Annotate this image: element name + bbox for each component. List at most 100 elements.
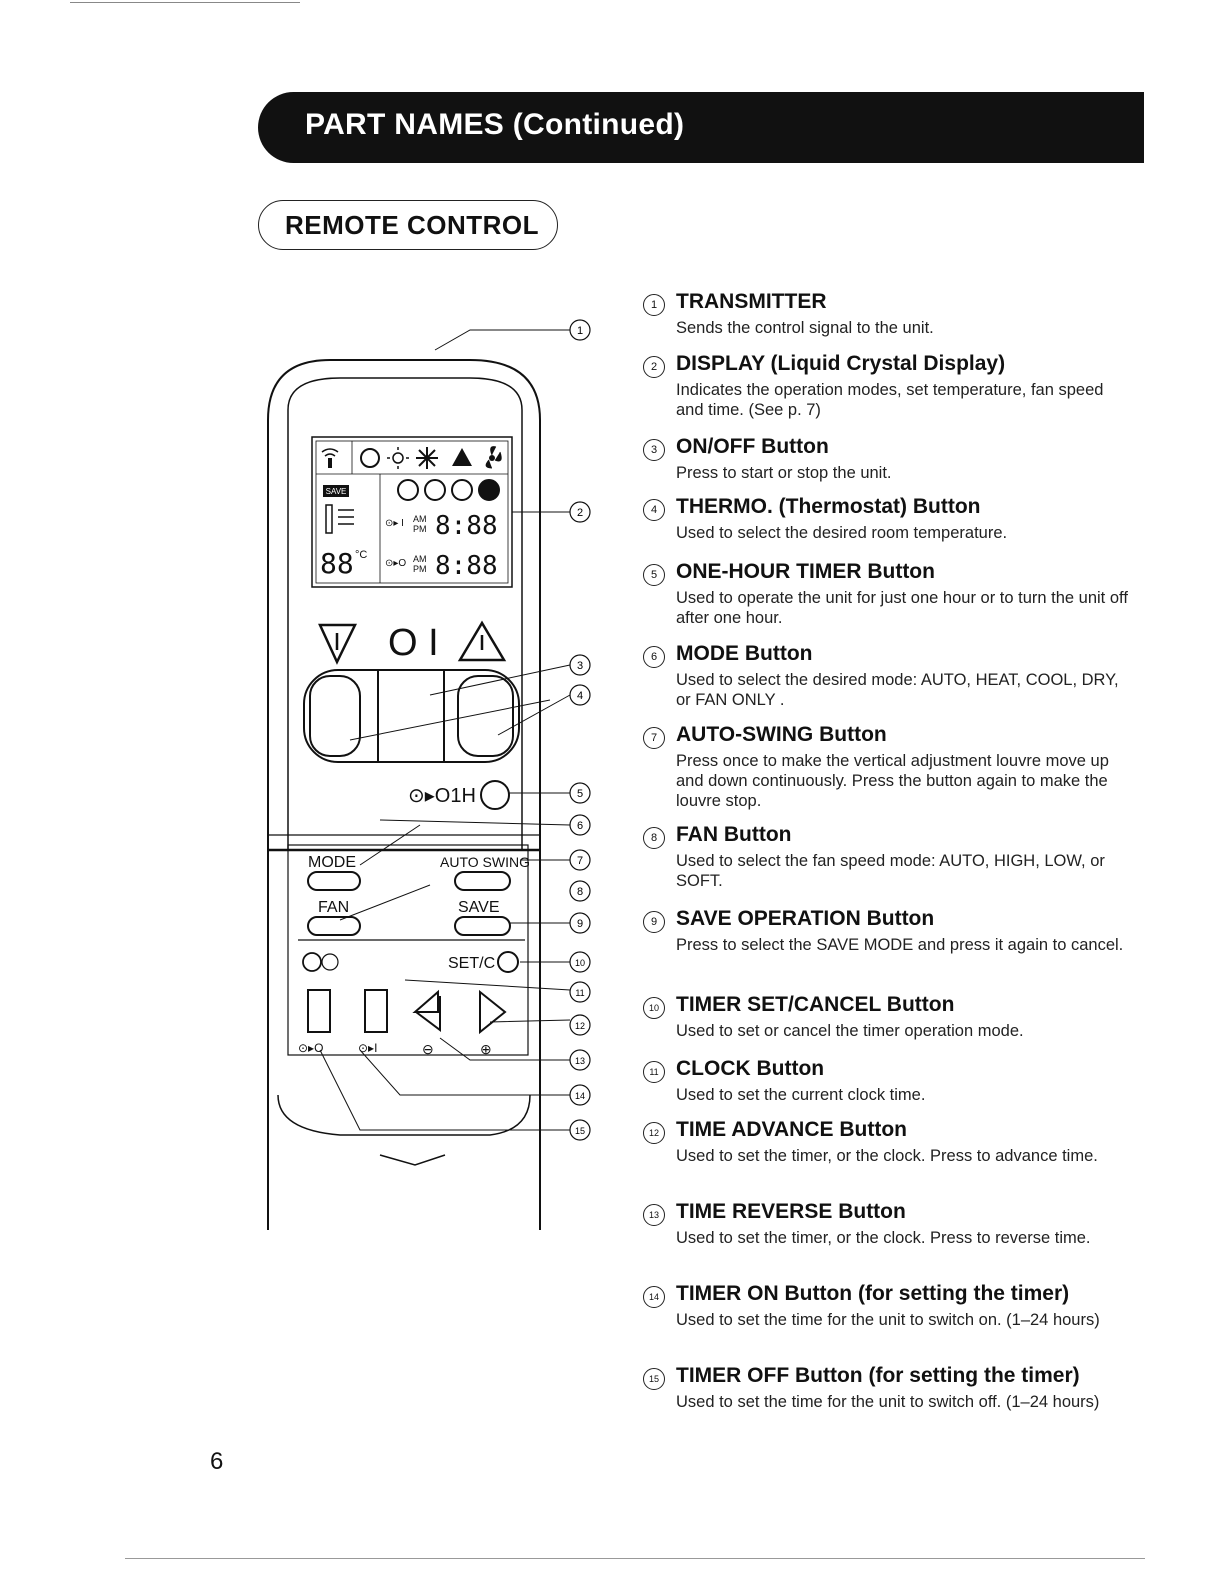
dry-icon bbox=[452, 448, 472, 466]
svg-text:7: 7 bbox=[577, 855, 583, 867]
part-description: Used to set the time for the unit to swi… bbox=[676, 1311, 1100, 1329]
page-number: 6 bbox=[210, 1448, 224, 1475]
thermo-up-button[interactable] bbox=[457, 675, 514, 757]
save-button[interactable] bbox=[454, 916, 511, 936]
minus-label: ⊖ bbox=[422, 1041, 434, 1057]
temp-unit: °C bbox=[355, 549, 367, 561]
part-name: THERMO. (Thermostat) Button bbox=[676, 495, 981, 518]
timer-on-marker: ⊙▸ I bbox=[385, 518, 404, 529]
fan-button[interactable] bbox=[307, 916, 361, 936]
thermo-down-button[interactable] bbox=[309, 675, 361, 757]
plus-label: ⊕ bbox=[480, 1041, 492, 1057]
auto-swing-label: AUTO SWING bbox=[440, 854, 530, 870]
main-button-cluster bbox=[303, 669, 520, 763]
onoff-symbol: O I bbox=[388, 622, 439, 664]
save-badge bbox=[323, 485, 349, 497]
part-description: Used to set the current clock time. bbox=[676, 1086, 926, 1104]
part-number: 8 bbox=[643, 827, 665, 849]
onoff-button[interactable] bbox=[377, 669, 445, 763]
part-name: TIMER SET/CANCEL Button bbox=[676, 993, 955, 1016]
part-number: 1 bbox=[643, 294, 665, 316]
part-name: TRANSMITTER bbox=[676, 290, 827, 313]
thermo-down-icon bbox=[318, 623, 357, 665]
part-number: 12 bbox=[643, 1122, 665, 1144]
part-description: Used to set the timer, or the clock. Pre… bbox=[676, 1229, 1091, 1247]
part-number: 4 bbox=[643, 499, 665, 521]
save-label: SAVE bbox=[458, 899, 500, 916]
one-hour-label: ⊙▸O1H bbox=[408, 785, 476, 807]
part-name: TIME ADVANCE Button bbox=[676, 1118, 907, 1141]
part-description: Used to select the desired room temperat… bbox=[676, 524, 1008, 542]
part-number: 9 bbox=[643, 911, 665, 933]
auto-swing-button[interactable] bbox=[454, 871, 511, 891]
part-number: 15 bbox=[643, 1368, 665, 1390]
mode-label: MODE bbox=[308, 854, 356, 871]
part-name: DISPLAY (Liquid Crystal Display) bbox=[676, 352, 1006, 375]
save-badge-text: SAVE bbox=[326, 487, 347, 496]
part-number: 3 bbox=[643, 439, 665, 461]
part-number: 13 bbox=[643, 1204, 665, 1226]
time-advance-button[interactable] bbox=[479, 989, 507, 1035]
part-name: FAN Button bbox=[676, 823, 792, 846]
pm-label-top: PM bbox=[413, 524, 427, 534]
part-description: Sends the control signal to the unit. bbox=[676, 319, 934, 337]
part-number: 7 bbox=[643, 727, 665, 749]
one-hour-timer-button[interactable] bbox=[480, 780, 510, 810]
timer-off-label: ⊙▸O bbox=[298, 1041, 323, 1055]
clock-icon bbox=[321, 953, 339, 971]
svg-text:4: 4 bbox=[577, 690, 583, 702]
cool-icon bbox=[416, 447, 438, 469]
heat-icon bbox=[387, 447, 409, 469]
part-name: ONE-HOUR TIMER Button bbox=[676, 560, 935, 583]
svg-text:2: 2 bbox=[577, 507, 583, 519]
section-pill bbox=[258, 200, 558, 250]
part-description: Used to set the time for the unit to swi… bbox=[676, 1393, 1100, 1411]
part-name: AUTO-SWING Button bbox=[676, 723, 887, 746]
timer-on-button[interactable] bbox=[364, 989, 388, 1033]
svg-text:14: 14 bbox=[575, 1091, 585, 1101]
part-name: SAVE OPERATION Button bbox=[676, 907, 935, 930]
part-number: 5 bbox=[643, 564, 665, 586]
part-name: TIMER ON Button (for setting the timer) bbox=[676, 1282, 1070, 1305]
set-cancel-label: SET/C bbox=[448, 955, 495, 972]
svg-text:12: 12 bbox=[575, 1021, 585, 1031]
svg-text:3: 3 bbox=[577, 660, 583, 672]
part-description: Used to set the timer, or the clock. Pre… bbox=[676, 1147, 1098, 1165]
part-number: 6 bbox=[643, 646, 665, 668]
remote-control-illustration: SAVE 88 °C ⊙▸ I AM PM 8:88 ⊙▸O AM PM 8:8… bbox=[267, 319, 591, 1230]
part-description: Press to start or stop the unit. bbox=[676, 464, 892, 482]
part-name: ON/OFF Button bbox=[676, 435, 829, 458]
svg-text:9: 9 bbox=[577, 918, 583, 930]
pm-label-bottom: PM bbox=[413, 564, 427, 574]
time-reverse-button[interactable] bbox=[415, 996, 441, 1032]
svg-text:5: 5 bbox=[577, 788, 583, 800]
part-description: Press once to make the vertical adjustme… bbox=[676, 752, 1109, 810]
part-name: TIMER OFF Button (for setting the timer) bbox=[676, 1364, 1080, 1387]
am-label-bottom: AM bbox=[413, 554, 427, 564]
timer-set-cancel-button[interactable] bbox=[497, 951, 519, 973]
thermo-icon bbox=[325, 504, 354, 534]
mode-button[interactable] bbox=[307, 871, 361, 891]
timer-off-button[interactable] bbox=[307, 989, 331, 1033]
svg-text:15: 15 bbox=[575, 1126, 585, 1136]
part-description: Press to select the SAVE MODE and press … bbox=[676, 936, 1124, 954]
temp-digits: 88 bbox=[320, 547, 354, 580]
clock-button[interactable] bbox=[302, 952, 322, 972]
part-name: TIME REVERSE Button bbox=[676, 1200, 906, 1223]
part-description: Used to select the desired mode: AUTO, H… bbox=[676, 671, 1119, 709]
section-title: REMOTE CONTROL bbox=[285, 210, 539, 240]
callout-markers: 1 2 3 4 5 6 7 8 9 10 11 12 13 14 15 bbox=[569, 319, 591, 1141]
svg-text:10: 10 bbox=[575, 958, 585, 968]
fan-speed-icons bbox=[397, 479, 500, 501]
part-description: Used to set or cancel the timer operatio… bbox=[676, 1022, 1024, 1040]
time-digits-top: 8:88 bbox=[435, 511, 498, 541]
part-number: 11 bbox=[643, 1061, 665, 1083]
part-name: MODE Button bbox=[676, 642, 813, 665]
fan-icon bbox=[485, 446, 502, 469]
antenna-icon bbox=[321, 448, 339, 468]
am-label-top: AM bbox=[413, 514, 427, 524]
svg-text:11: 11 bbox=[575, 988, 584, 998]
page-title: PART NAMES (Continued) bbox=[305, 108, 685, 141]
svg-text:1: 1 bbox=[577, 325, 583, 337]
part-name: CLOCK Button bbox=[676, 1057, 825, 1080]
